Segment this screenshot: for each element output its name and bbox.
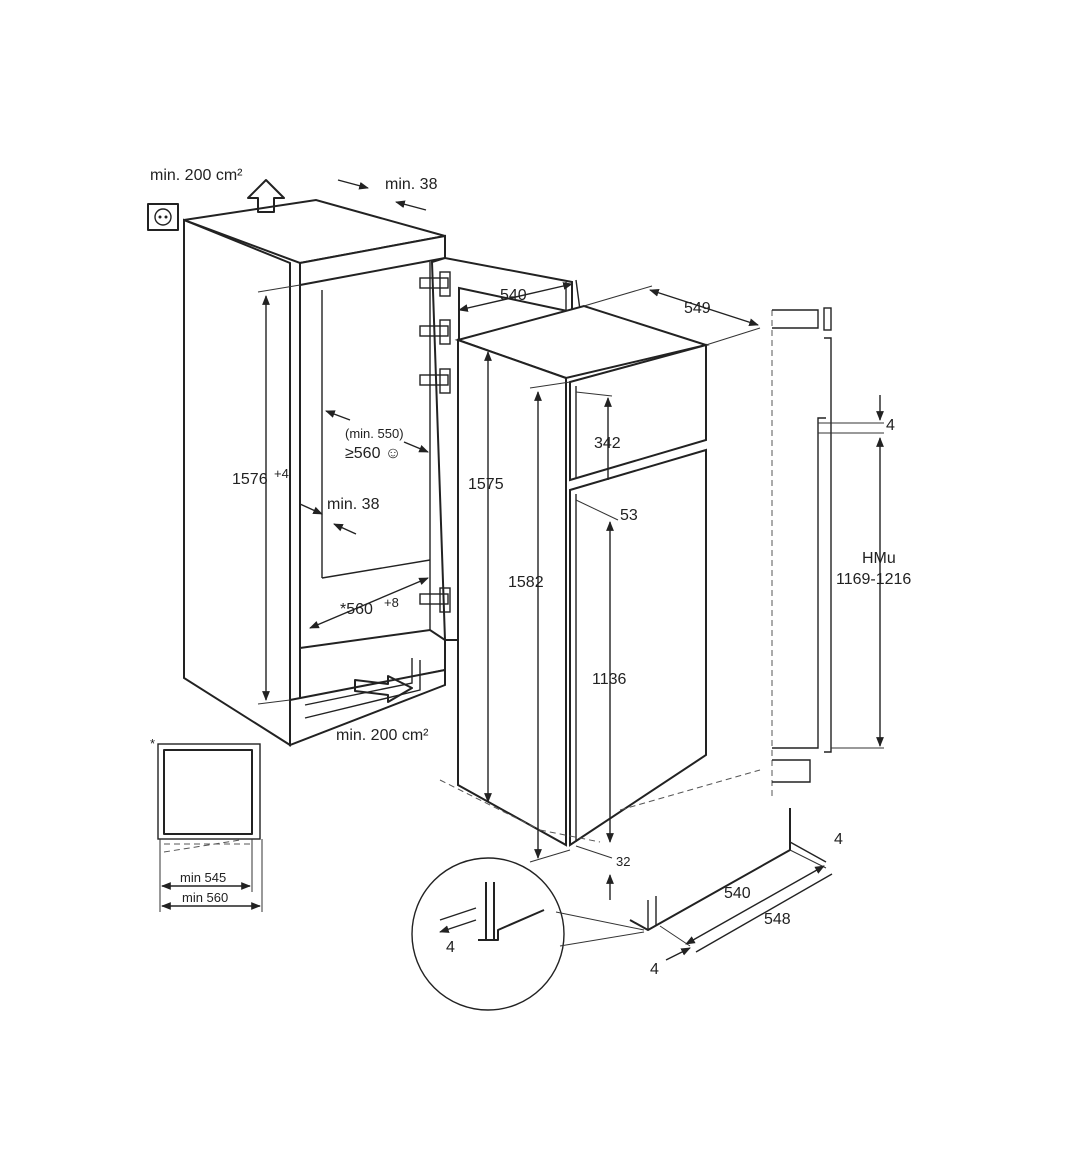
inset-top-view <box>157 743 263 912</box>
door-depth-label: 540 <box>500 287 527 304</box>
airflow-in-arrow-icon <box>354 675 413 703</box>
door-total-height-label: 1582 <box>508 574 544 591</box>
vent-bottom-label: min. 200 cm² <box>336 727 429 744</box>
inset-min-545-label: min 545 <box>180 870 226 885</box>
side-offset-label: 4 <box>886 417 895 434</box>
base-left-gap-dimension <box>665 947 691 961</box>
detail-magnifier <box>411 857 645 1011</box>
detail-gap-label: 4 <box>446 939 455 956</box>
inset-min-560-label: min 560 <box>182 890 228 905</box>
base-total-dimension <box>695 873 833 953</box>
appliance-depth-dimension <box>583 285 761 346</box>
niche-width-tolerance: +8 <box>384 595 399 610</box>
fridge-door-height-label: 1136 <box>592 671 627 688</box>
hmu-title: HMu <box>862 550 896 567</box>
door-gap-dimension <box>575 499 619 521</box>
door-depth-dimension <box>458 282 573 312</box>
base-profile <box>629 808 827 931</box>
side-profile <box>771 307 884 800</box>
appliance-height-label: 1575 <box>468 476 504 493</box>
niche-depth-label: ≥560 ☺ <box>345 445 401 462</box>
top-gap-label: min. 38 <box>385 176 438 193</box>
top-gap-dimension <box>337 179 427 211</box>
airflow-up-arrow-icon <box>247 179 285 213</box>
base-left-gap-label: 4 <box>650 961 659 978</box>
niche-height-dimension <box>257 284 301 705</box>
appliance-depth-label: 549 <box>684 300 711 317</box>
base-depth-dimension <box>659 849 827 947</box>
vent-top-label: min. 200 cm² <box>150 167 243 184</box>
inset-star: * <box>150 736 155 751</box>
niche-width-label: *560 <box>340 601 373 618</box>
freezer-door-height-label: 342 <box>594 435 621 452</box>
socket-icon <box>147 203 179 231</box>
base-depth-label: 540 <box>724 885 751 902</box>
door-gap-label: 53 <box>620 507 638 524</box>
bottom-gap-label: 32 <box>616 854 630 869</box>
base-total-label: 548 <box>764 911 791 928</box>
door-total-height-dimension <box>529 381 571 863</box>
niche-width-dimension <box>309 577 429 629</box>
niche-depth-min-label: (min. 550) <box>345 426 404 441</box>
niche-depth-dimension <box>325 410 429 453</box>
base-right-gap-label: 4 <box>834 831 843 848</box>
niche-height-tolerance: +4 <box>274 466 289 481</box>
hmu-range: 1169-1216 <box>836 571 911 588</box>
side-gap-label: min. 38 <box>327 496 380 513</box>
freezer-door-height-dimension <box>575 391 613 480</box>
side-gap-dimension <box>299 503 357 535</box>
niche-height-label: 1576 <box>232 471 268 488</box>
bottom-gap-dimension <box>575 845 614 900</box>
